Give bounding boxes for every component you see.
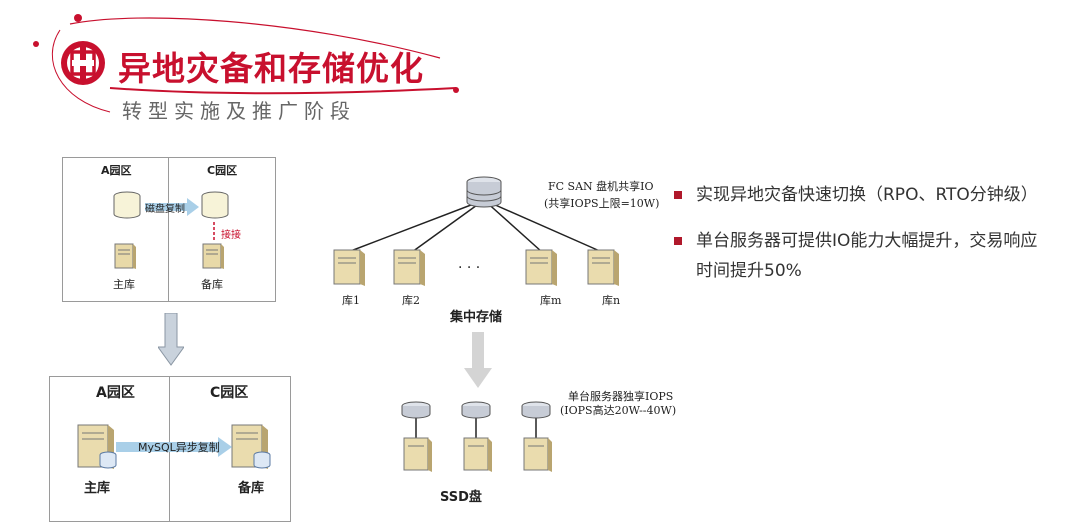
down-arrow-icon [464, 332, 492, 388]
san-caption-line1: FC SAN 盘机共享IO [548, 180, 654, 193]
san-caption-line2: (共享IOPS上限=10W) [544, 197, 660, 210]
dbm-label: 库m [540, 294, 562, 307]
primary-db-label: 主库 [113, 278, 135, 291]
connection-lines [347, 199, 603, 253]
disk-icon [113, 191, 141, 219]
replication-arrow-icon [145, 198, 199, 216]
centralized-storage-label: 集中存储 [450, 310, 503, 325]
bullet-marker-icon [674, 191, 682, 199]
centralized-storage-diagram: FC SAN 盘机共享IO (共享IOPS上限=10W) · · · 库1 库2… [320, 160, 690, 525]
zone-c-label: C园区 [210, 385, 249, 401]
mysql-replication-diagram: A园区 C园区 MySQL异步复制 主库 备库 [49, 376, 291, 522]
server-icon [525, 249, 557, 286]
zone-a-label: A园区 [101, 164, 132, 177]
server-with-disk-icon [77, 424, 117, 469]
dbn-label: 库n [602, 294, 621, 307]
server-icon [114, 243, 136, 269]
bank-logo-icon [61, 41, 105, 85]
mysql-replication-label: MySQL异步复制 [138, 441, 220, 454]
standby-db-label: 备库 [201, 278, 223, 291]
bullet-marker-icon [674, 237, 682, 245]
server-with-disk-icon [231, 424, 271, 469]
zone-divider [168, 158, 169, 301]
primary-db-label: 主库 [84, 481, 111, 496]
disk-replication-label: 磁盘复制 [145, 204, 185, 215]
page-title: 异地灾备和存储优化 [118, 49, 424, 88]
disk-replication-diagram: A园区 C园区 磁盘复制 接接 主库 备库 [62, 157, 276, 302]
page-subtitle: 转型实施及推广阶段 [122, 99, 356, 123]
bullet-text-continued: 时间提升50% [696, 261, 802, 281]
server-icon [587, 249, 619, 286]
zone-c-label: C园区 [207, 164, 238, 177]
standby-db-label: 备库 [238, 481, 265, 496]
header: 异地灾备和存储优化 转型实施及推广阶段 [0, 0, 1080, 130]
ssd-caption-line2: (IOPS高达20W--40W) [560, 404, 677, 417]
down-arrow-icon [158, 313, 184, 366]
db1-label: 库1 [342, 294, 360, 307]
zone-a-label: A园区 [96, 385, 135, 401]
bullet-text: 实现异地灾备快速切换（RPO、RTO分钟级） [696, 185, 1038, 205]
takeover-label: 接接 [221, 230, 241, 241]
disk-icon [201, 191, 229, 219]
server-icon [333, 249, 365, 286]
ssd-server-group-icon [401, 401, 552, 472]
dashed-link-icon [213, 222, 215, 242]
server-icon [202, 243, 224, 269]
ssd-caption-line1: 单台服务器独享IOPS [568, 390, 674, 403]
decorative-swoosh [33, 14, 459, 113]
db2-label: 库2 [402, 294, 420, 307]
ellipsis: · · · [458, 260, 481, 276]
bullet-text: 单台服务器可提供IO能力大幅提升，交易响应 [696, 231, 1038, 251]
san-storage-icon [466, 176, 502, 208]
ssd-label: SSD盘 [440, 490, 482, 505]
replication-arrow-icon [116, 437, 232, 457]
server-icon [393, 249, 425, 286]
